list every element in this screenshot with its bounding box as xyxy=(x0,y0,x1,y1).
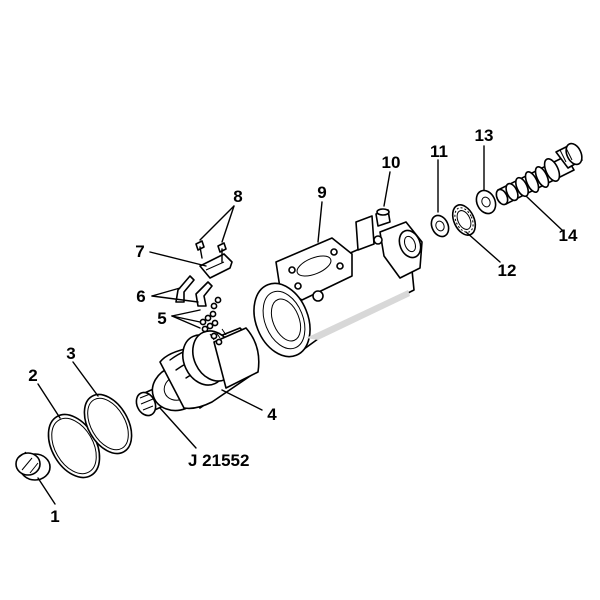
callout-11: 11 xyxy=(430,142,448,161)
part-4-rack-piston xyxy=(135,327,260,417)
part-3-o-ring xyxy=(83,393,133,455)
leader-lines xyxy=(37,145,563,505)
callout-10: 10 xyxy=(382,153,401,172)
callout-labels: 1 2 3 4 5 6 7 8 9 10 11 12 13 14 J 21552 xyxy=(28,126,578,526)
callout-12: 12 xyxy=(498,261,517,280)
part-6-ball-guides xyxy=(175,275,213,307)
callout-2: 2 xyxy=(28,366,37,385)
part-12-bearing xyxy=(451,204,477,236)
callout-1: 1 xyxy=(50,507,59,526)
tool-label-j21552: J 21552 xyxy=(188,451,249,470)
callout-7: 7 xyxy=(135,242,144,261)
callout-3: 3 xyxy=(66,344,75,363)
part-13-thrust-washer xyxy=(475,189,497,215)
part-11-washer xyxy=(430,214,450,238)
part-8-screws xyxy=(195,240,227,263)
part-1-plug xyxy=(15,451,51,481)
callout-5: 5 xyxy=(157,309,166,328)
part-7-clamp xyxy=(199,253,233,279)
callout-13: 13 xyxy=(475,126,494,145)
callout-8: 8 xyxy=(233,187,242,206)
callout-9: 9 xyxy=(317,183,326,202)
part-14-worm-shaft xyxy=(495,142,583,206)
callout-4: 4 xyxy=(267,405,277,424)
part-10-cap xyxy=(375,208,391,227)
callout-6: 6 xyxy=(136,287,145,306)
callout-14: 14 xyxy=(559,226,578,245)
part-9-gear-housing xyxy=(253,215,423,358)
part-2-o-ring xyxy=(47,413,101,479)
part-5-balls xyxy=(199,296,223,346)
